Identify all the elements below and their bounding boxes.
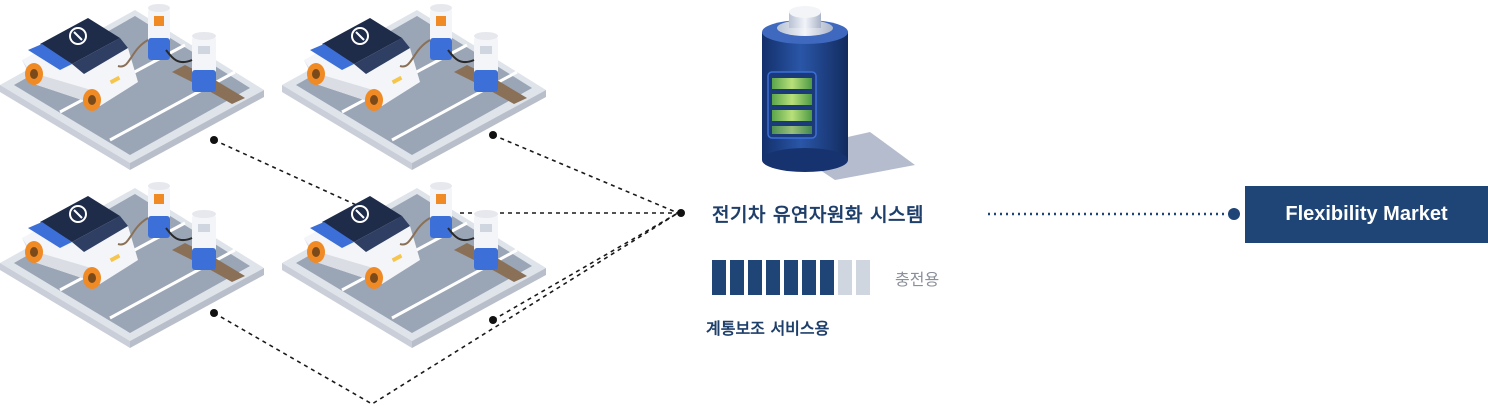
flexibility-market-box: Flexibility Market xyxy=(1245,186,1488,243)
dot-hub xyxy=(677,209,685,217)
capacity-segment-filled xyxy=(748,260,762,295)
capacity-segment-filled xyxy=(802,260,816,295)
connector-top-left xyxy=(213,139,377,215)
dot-bottom-left xyxy=(210,309,218,317)
capacity-segment-filled xyxy=(766,260,780,295)
connector-bottom-right-low xyxy=(492,212,679,321)
connector-top-right xyxy=(492,134,679,214)
market-link-dot xyxy=(1228,208,1240,220)
battery-icon xyxy=(762,6,915,180)
dot-top-right xyxy=(489,131,497,139)
charging-station-top-right xyxy=(280,2,548,172)
dot-top-left xyxy=(210,136,218,144)
capacity-segment-filled xyxy=(730,260,744,295)
capacity-segment-filled xyxy=(820,260,834,295)
system-title: 전기차 유연자원화 시스템 xyxy=(712,204,925,226)
flexibility-market-label: Flexibility Market xyxy=(1285,203,1448,225)
dot-bottom-right xyxy=(489,316,497,324)
charging-station-bottom-left xyxy=(0,180,266,350)
capacity-segment-filled xyxy=(712,260,726,295)
capacity-segment-filled xyxy=(784,260,798,295)
connector-lines xyxy=(213,134,679,405)
capacity-segment-empty xyxy=(838,260,852,295)
capacity-segment-empty xyxy=(856,260,870,295)
charging-station-bottom-right xyxy=(280,180,548,350)
connector-dots xyxy=(210,131,685,324)
charging-label: 충전용 xyxy=(895,270,940,289)
grid-service-label: 계통보조 서비스용 xyxy=(706,319,830,338)
